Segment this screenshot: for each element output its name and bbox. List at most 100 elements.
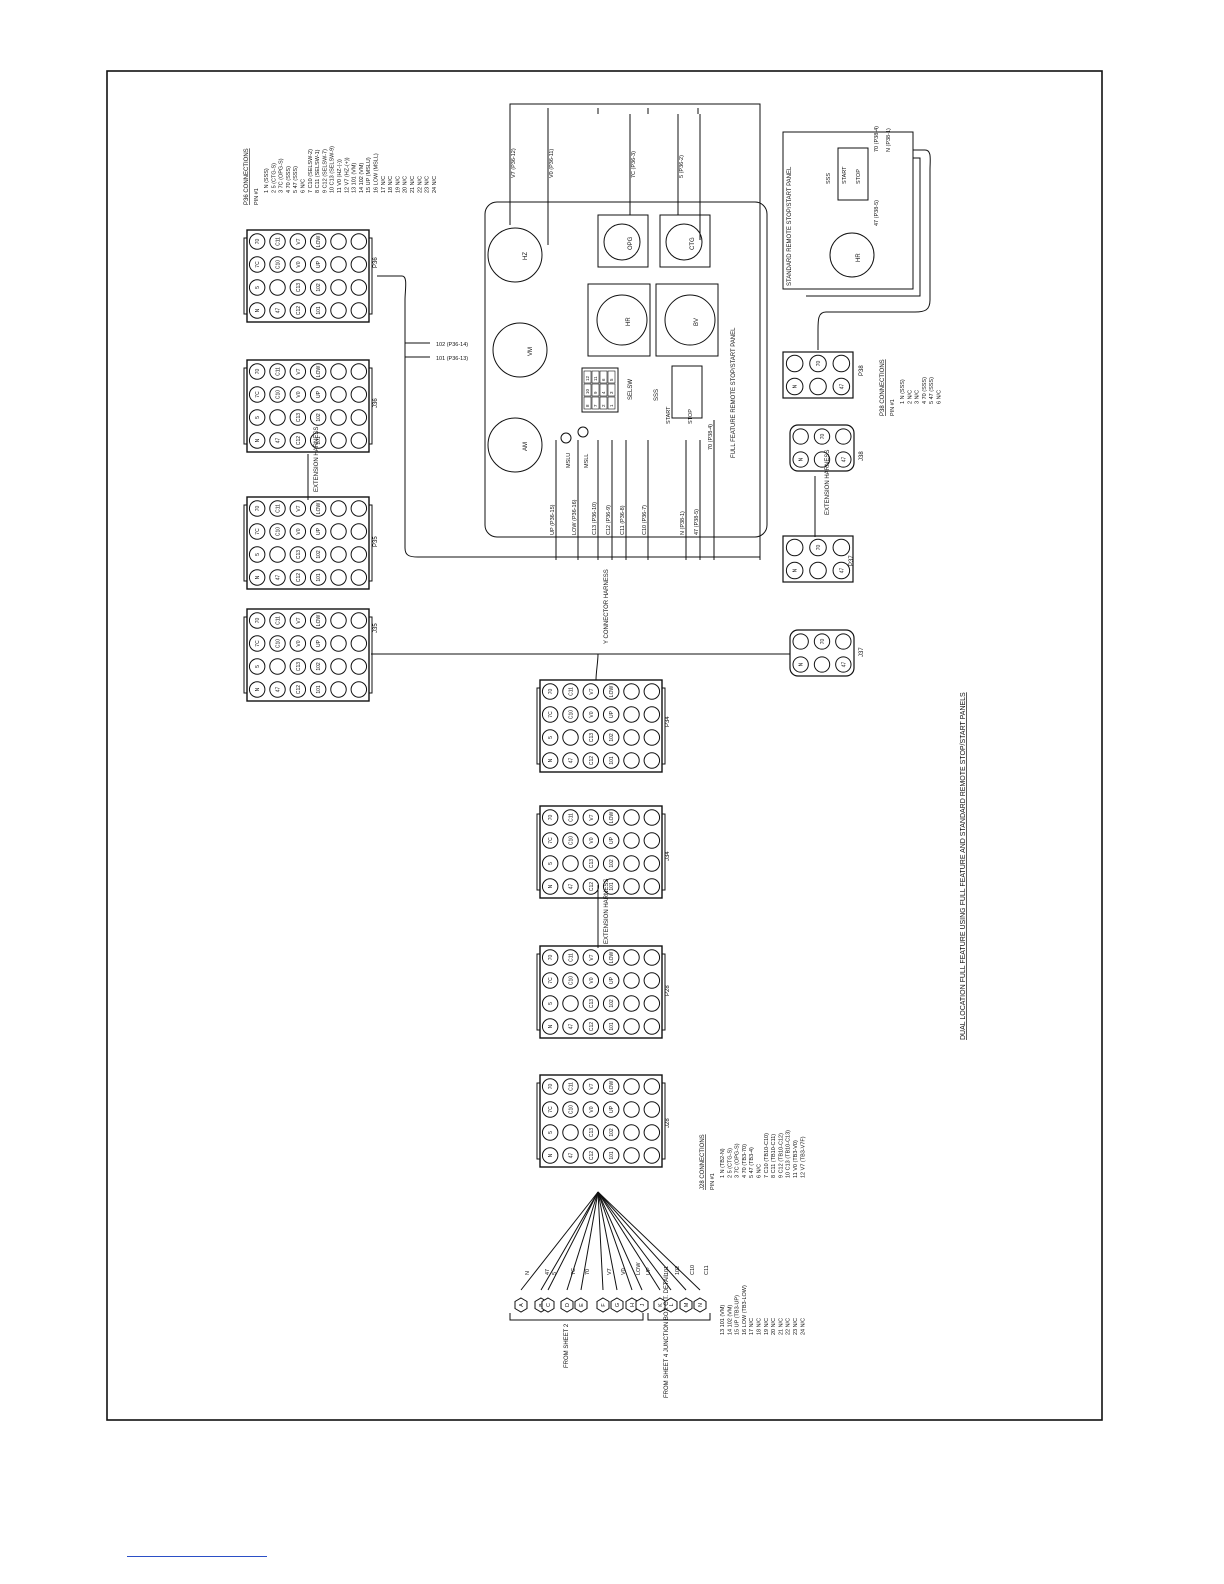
selsw-pin-label: 5 — [609, 378, 614, 381]
connector-body — [246, 229, 370, 323]
connector-pin — [289, 681, 307, 698]
pin-label: 70 — [255, 369, 261, 375]
pin-label: C10 — [569, 836, 575, 845]
terminal-letter: E — [579, 1303, 585, 1307]
connector-pin — [602, 809, 620, 826]
connection-row: 11 V0 (HZ-(-)) — [337, 159, 343, 193]
connector-pin — [309, 256, 327, 273]
pin-label: 102 — [609, 1128, 615, 1137]
connection-row: 16 LOW (TB3-LOW) — [742, 1285, 748, 1335]
connector-pin — [785, 538, 804, 557]
connection-row: 13 101 (VM) — [720, 1305, 726, 1335]
fan-wire — [597, 1191, 672, 1291]
fan-wire — [597, 1191, 633, 1291]
connector-pin — [350, 523, 368, 540]
connector-pin — [541, 1018, 559, 1035]
pin-label: C13 — [296, 413, 302, 422]
pin-label: C12 — [296, 306, 302, 315]
selsw-contact — [599, 396, 608, 410]
connector-pin — [541, 1124, 559, 1141]
pin-label: 5 — [548, 862, 554, 865]
connector-pin — [350, 432, 368, 449]
selsw-pin-label: 12 — [585, 375, 590, 381]
p38-connections-heading: P38 CONNECTIONS — [880, 359, 886, 416]
connector-pin — [350, 658, 368, 675]
connector-tab — [536, 1082, 541, 1160]
connector-pin — [785, 377, 804, 396]
connector-pin — [623, 706, 640, 723]
pin-label: 7C — [548, 711, 554, 718]
svg-text:STOP: STOP — [856, 169, 862, 184]
connector-pin — [623, 683, 640, 700]
pin-label: V7 — [589, 954, 595, 960]
vm-wire-102: 102 (P36-14) — [436, 342, 468, 348]
connection-row: 5 47 (SSS) — [929, 377, 935, 404]
connection-row: 2 5 (CTG-S) — [727, 1148, 733, 1178]
connector-pin — [330, 612, 347, 629]
connector-pin — [582, 855, 600, 872]
connector-pin — [602, 752, 620, 769]
label-p35: P35 — [373, 536, 379, 547]
pin-label: V7 — [589, 1083, 595, 1089]
connector-pin — [602, 855, 620, 872]
connection-row: 24 N/C — [432, 176, 438, 193]
label-p36: P36 — [373, 257, 379, 268]
pin-label: 5 — [548, 736, 554, 739]
connector-pin — [330, 409, 347, 426]
terminal-wire-name: 47 — [545, 1269, 551, 1275]
pin-label: LOW — [316, 366, 322, 378]
connector-pin — [623, 855, 640, 872]
footer-link-line[interactable] — [127, 1556, 267, 1557]
connection-row: 20 N/C — [403, 176, 409, 193]
connector-pin — [623, 809, 640, 826]
terminal-letter: L — [669, 1303, 675, 1306]
selsw-pin-label: 7 — [593, 404, 598, 407]
j28-connections-heading: J28 CONNECTIONS — [700, 1134, 706, 1190]
connector-pin — [309, 546, 327, 563]
connection-row: 21 N/C — [410, 176, 416, 193]
connector-pin — [623, 752, 640, 769]
connector-pin — [309, 363, 327, 380]
connector-pin — [309, 569, 327, 586]
diagram-title: DUAL LOCATION FULL FEATURE USING FULL FE… — [960, 692, 967, 1040]
connector-pin — [792, 451, 809, 468]
terminal-hex — [560, 1297, 574, 1313]
pin-label: 101 — [609, 1151, 615, 1160]
connector-tab — [536, 813, 541, 891]
connection-row: 3 N/C — [915, 390, 921, 404]
connector-pin — [562, 878, 579, 895]
connector-pin — [269, 681, 286, 698]
connector-pin — [643, 832, 661, 849]
connector-pin — [602, 878, 620, 895]
standard-panel: STANDARD REMOTE STOP/START PANEL HR SSS … — [782, 126, 931, 350]
connector-pin — [813, 451, 831, 468]
connector-pin — [623, 995, 640, 1012]
selsw-contact — [599, 383, 608, 397]
svg-text:MSLU: MSLU — [566, 453, 572, 468]
pin-label: N — [255, 308, 261, 312]
pin-label: UP — [609, 710, 615, 718]
connector-pin — [269, 635, 286, 652]
pin-label: C11 — [569, 953, 575, 962]
terminal-letter: N — [698, 1303, 704, 1307]
label-j36: J36 — [373, 398, 379, 408]
connection-row: 1 N (SSS) — [900, 379, 906, 404]
connector-pin — [541, 1101, 559, 1118]
pin-label: N — [799, 457, 805, 461]
connector-pin — [643, 949, 661, 966]
connector-pin — [541, 995, 559, 1012]
std-hr-relay — [829, 232, 875, 278]
svg-text:CTG: CTG — [690, 237, 696, 250]
connector-pin — [562, 1124, 579, 1141]
connector-pin — [623, 878, 640, 895]
pin-label: 70 — [548, 1084, 554, 1090]
connector-pin — [562, 995, 579, 1012]
connector-pin — [602, 1124, 620, 1141]
connector-pin — [309, 233, 327, 250]
connector-pin — [541, 855, 559, 872]
terminal-hex — [541, 1297, 555, 1313]
pin-label: N — [255, 575, 261, 579]
pin-label: C13 — [296, 550, 302, 559]
